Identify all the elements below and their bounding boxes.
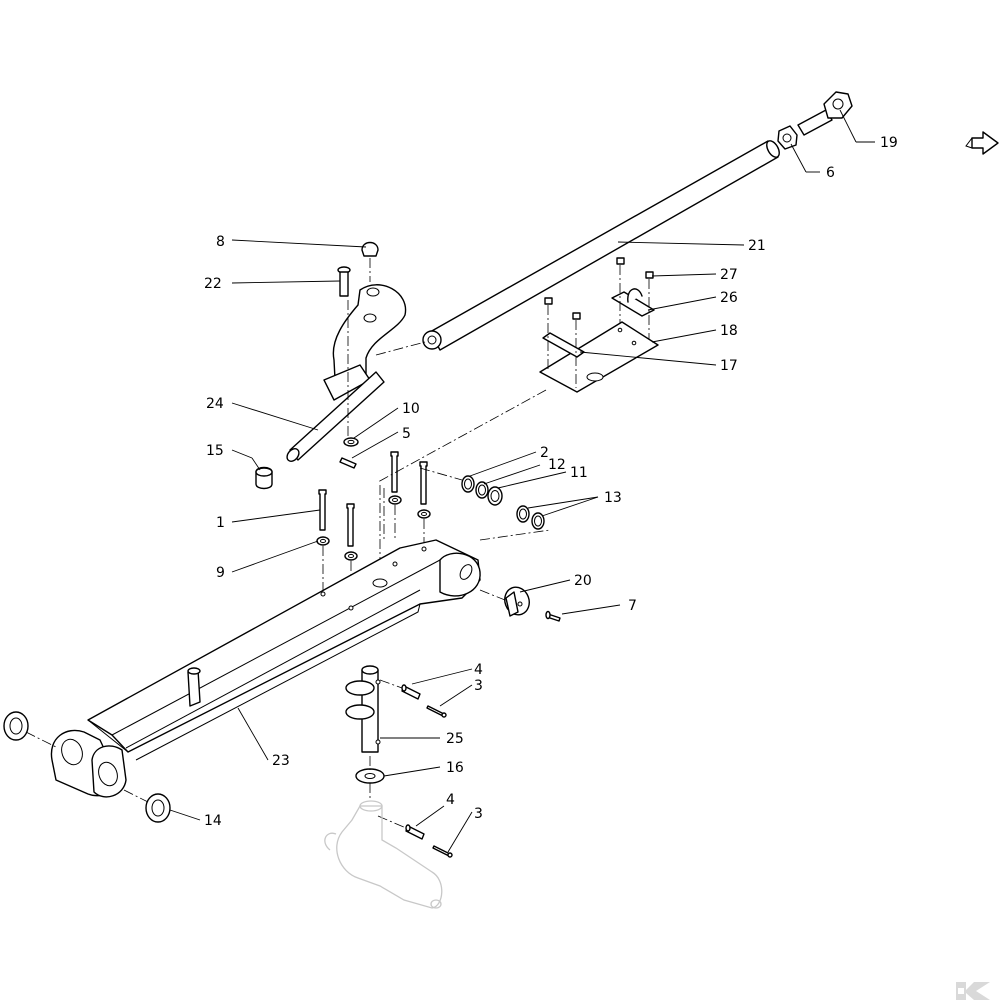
callout-27: 27: [720, 267, 738, 283]
callout-14: 14: [204, 813, 222, 829]
part-17-clamp: [542, 332, 585, 358]
part-8-cap: [361, 241, 379, 257]
part-23-axle-beam: [50, 539, 481, 798]
part-19-rod-end: [797, 91, 853, 136]
callout-9: 9: [216, 565, 225, 581]
callout-12: 12: [548, 457, 566, 473]
callout-23: 23: [272, 753, 290, 769]
callout-4-lower: 4: [446, 792, 455, 808]
part-4-pin-lower: [405, 824, 425, 840]
brand-logo-icon: [956, 982, 990, 1000]
part-24-lever: [286, 284, 407, 462]
callout-1: 1: [216, 515, 225, 531]
callout-5: 5: [402, 426, 411, 442]
callout-2: 2: [540, 445, 549, 461]
part-25-kingpin: [345, 665, 381, 753]
callout-4-upper: 4: [474, 662, 483, 678]
callout-3-upper: 3: [474, 678, 483, 694]
part-1-bolts: [318, 451, 428, 547]
callout-16: 16: [446, 760, 464, 776]
part-4-pin-upper: [401, 684, 421, 700]
direction-arrow-icon: [965, 131, 999, 155]
part-10-washer: [343, 437, 359, 447]
callout-24: 24: [206, 396, 224, 412]
part-15-bushing: [255, 466, 273, 490]
callout-10: 10: [402, 401, 420, 417]
callout-13: 13: [604, 490, 622, 506]
callout-3-lower: 3: [474, 806, 483, 822]
callout-20: 20: [574, 573, 592, 589]
callout-15: 15: [206, 443, 224, 459]
callout-17: 17: [720, 358, 738, 374]
ghost-spindle: [324, 800, 443, 909]
callout-7: 7: [628, 598, 637, 614]
callout-19: 19: [880, 135, 898, 151]
part-26-bracket: [611, 288, 655, 317]
leader-lines: [169, 109, 875, 853]
callout-22: 22: [204, 276, 222, 292]
part-18-plate: [539, 321, 659, 393]
callout-6: 6: [826, 165, 835, 181]
callout-18: 18: [720, 323, 738, 339]
part-5-key: [339, 457, 357, 469]
part-16-washer: [355, 768, 385, 784]
part-2-ring: [461, 475, 475, 493]
callout-8: 8: [216, 234, 225, 250]
part-17-bolts: [544, 297, 581, 320]
part-6-nut: [777, 125, 798, 150]
part-20-flange-cap: [504, 586, 530, 617]
part-27-bolts: [616, 257, 654, 279]
callout-25: 25: [446, 731, 464, 747]
part-22-pin: [337, 266, 351, 297]
part-21-tie-rod: [422, 140, 780, 351]
part-14-bearings: [3, 711, 171, 823]
callout-26: 26: [720, 290, 738, 306]
part-3-pin-lower: [432, 845, 453, 858]
callout-21: 21: [748, 238, 766, 254]
part-7-screw: [545, 610, 561, 622]
callout-11: 11: [570, 465, 588, 481]
callout-labels: 8 22 19 6 21 27 26 18 17 24 10 5 15 2 12…: [204, 135, 898, 829]
part-11-ring: [487, 486, 503, 506]
part-12-ring: [475, 481, 489, 499]
part-9-washers: [316, 495, 431, 561]
part-3-pin-upper: [426, 705, 447, 718]
part-13-rings: [516, 505, 545, 530]
